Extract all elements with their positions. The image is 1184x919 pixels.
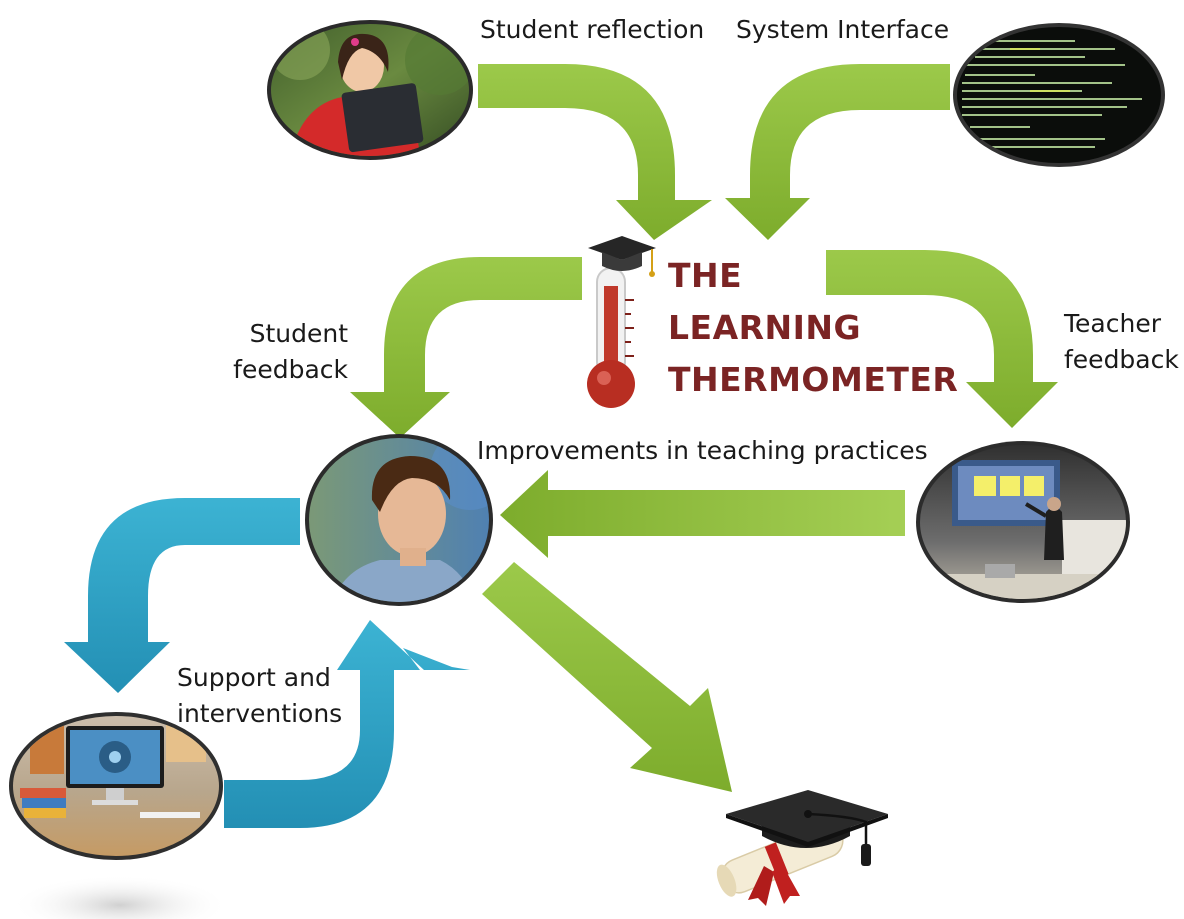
arrow-student-feedback: [350, 257, 582, 438]
label-teacher-feedback-line1: Teacher: [1064, 309, 1161, 338]
code-screen-picture: [953, 23, 1165, 167]
label-system-interface: System Interface: [736, 15, 950, 44]
label-teacher-feedback-line2: feedback: [1064, 345, 1179, 374]
title-line2: LEARNING: [668, 308, 862, 347]
thermometer-icon: [587, 236, 656, 408]
teacher-presenting-picture: [916, 441, 1130, 603]
arrow-improvements: [500, 470, 905, 558]
graduation-cap-diploma-icon: [716, 790, 888, 906]
arrow-support-out: [64, 498, 300, 693]
title-line3: THERMOMETER: [668, 360, 959, 399]
label-support-line2: interventions: [177, 699, 343, 728]
label-support-line1: Support and: [177, 663, 331, 692]
label-student-feedback-line2: feedback: [233, 355, 348, 384]
arrow-student-reflection: [478, 64, 712, 240]
title-line1: THE: [668, 256, 743, 295]
male-student-picture: [305, 434, 493, 606]
arrow-system-interface: [725, 64, 950, 240]
label-student-feedback: Student feedback: [232, 316, 348, 388]
arrow-support-in: [224, 620, 470, 828]
soft-shadow: [10, 875, 230, 919]
label-support-interventions: Support and interventions: [177, 660, 342, 732]
arrow-teacher-feedback: [826, 250, 1058, 428]
learning-thermometer-title: THE LEARNING THERMOMETER: [668, 250, 958, 406]
arrow-to-graduation: [482, 562, 732, 792]
label-student-feedback-line1: Student: [249, 319, 348, 348]
label-student-reflection: Student reflection: [480, 15, 705, 44]
label-improvements: Improvements in teaching practices: [477, 436, 928, 465]
student-with-laptop-picture: [267, 20, 473, 160]
desk-computer-picture: [9, 712, 223, 860]
label-teacher-feedback: Teacher feedback: [1064, 306, 1179, 378]
